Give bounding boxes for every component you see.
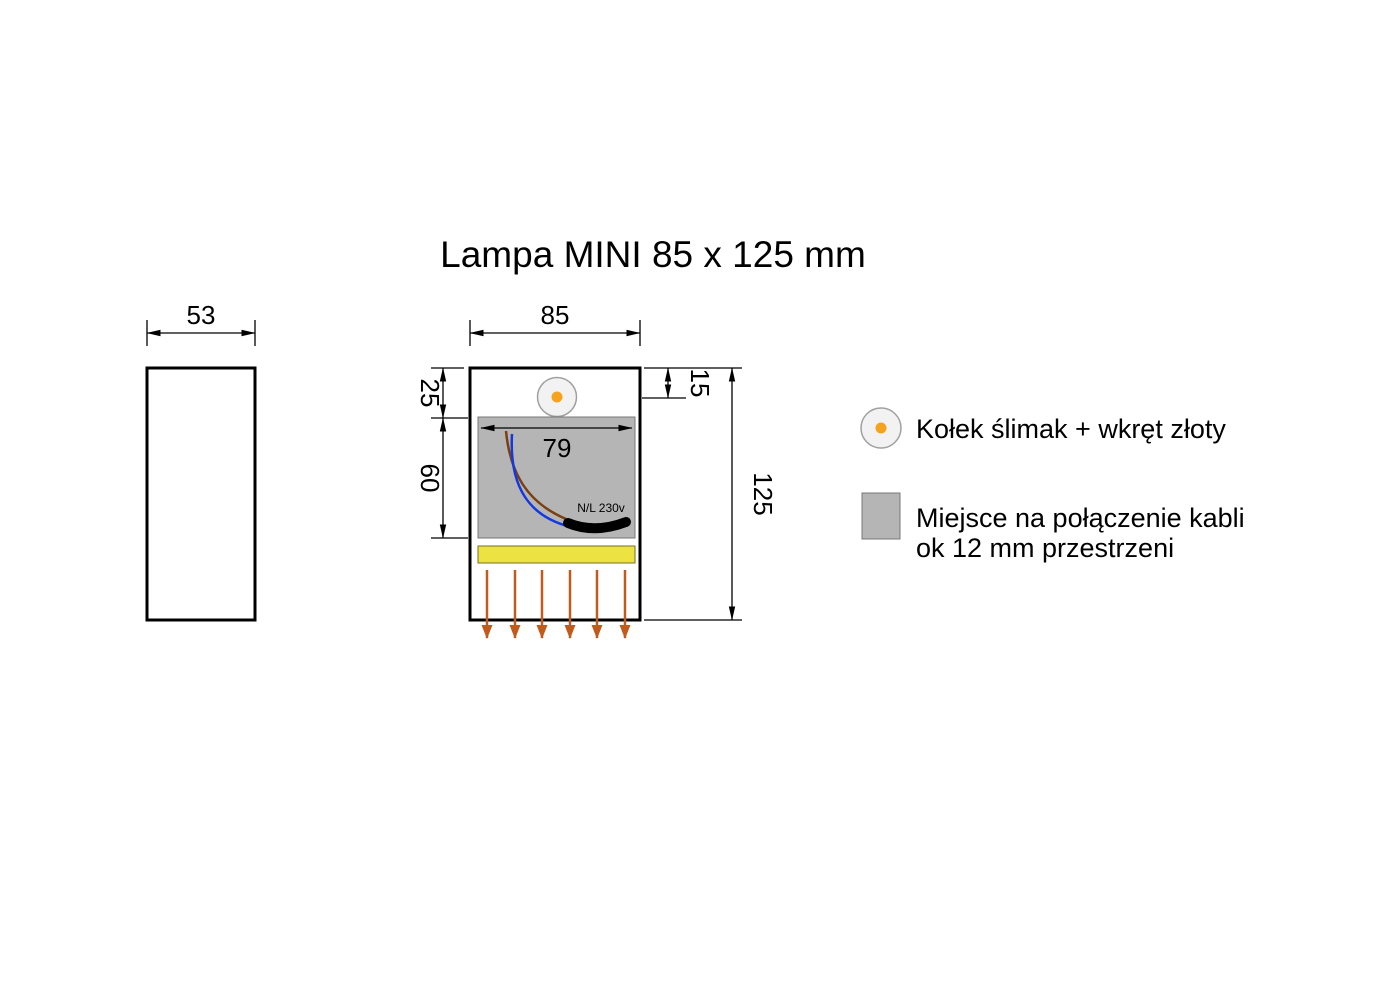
side-view-outline: [145, 366, 257, 622]
junction-box: [477, 416, 636, 539]
dim-label-front-width: 85: [541, 300, 570, 330]
screw-dot: [551, 391, 563, 403]
legend-junction-swatch: [861, 492, 901, 540]
dim-front-height: 125: [644, 367, 778, 621]
legend-screw-label: Kołek ślimak + wkręt złoty: [916, 414, 1226, 444]
dim-label-side-width: 53: [187, 300, 216, 330]
light-rays: [481, 570, 631, 639]
legend: Kołek ślimak + wkręt złoty Miejsce na po…: [860, 407, 1245, 563]
legend-junction-label-line1: Miejsce na połączenie kabli: [916, 503, 1245, 533]
side-view: [145, 366, 257, 622]
dim-label-junction-height: 60: [415, 464, 445, 493]
cable-label: N/L 230v: [577, 501, 625, 515]
led-strip: [477, 545, 636, 564]
front-view: 79 N/L 230v: [468, 366, 642, 639]
legend-junction-label-line2: ok 12 mm przestrzeni: [916, 533, 1174, 563]
dim-junction-offset: 25: [415, 367, 468, 419]
diagram-title: Lampa MINI 85 x 125 mm: [440, 234, 866, 275]
dim-junction-height: 60: [415, 417, 468, 539]
dim-side-width: 53: [146, 300, 256, 346]
wire-brown: [504, 430, 567, 521]
legend-screw-dot: [875, 422, 887, 434]
dim-front-width: 85: [469, 300, 641, 346]
dim-label-junction-width: 79: [543, 433, 572, 463]
dim-label-screw-offset: 15: [685, 369, 715, 398]
power-cable: [563, 517, 631, 534]
dim-label-front-height: 125: [748, 472, 778, 515]
wire-blue: [510, 433, 572, 529]
dim-screw-offset: 15: [642, 367, 715, 399]
dim-label-junction-offset: 25: [415, 379, 445, 408]
